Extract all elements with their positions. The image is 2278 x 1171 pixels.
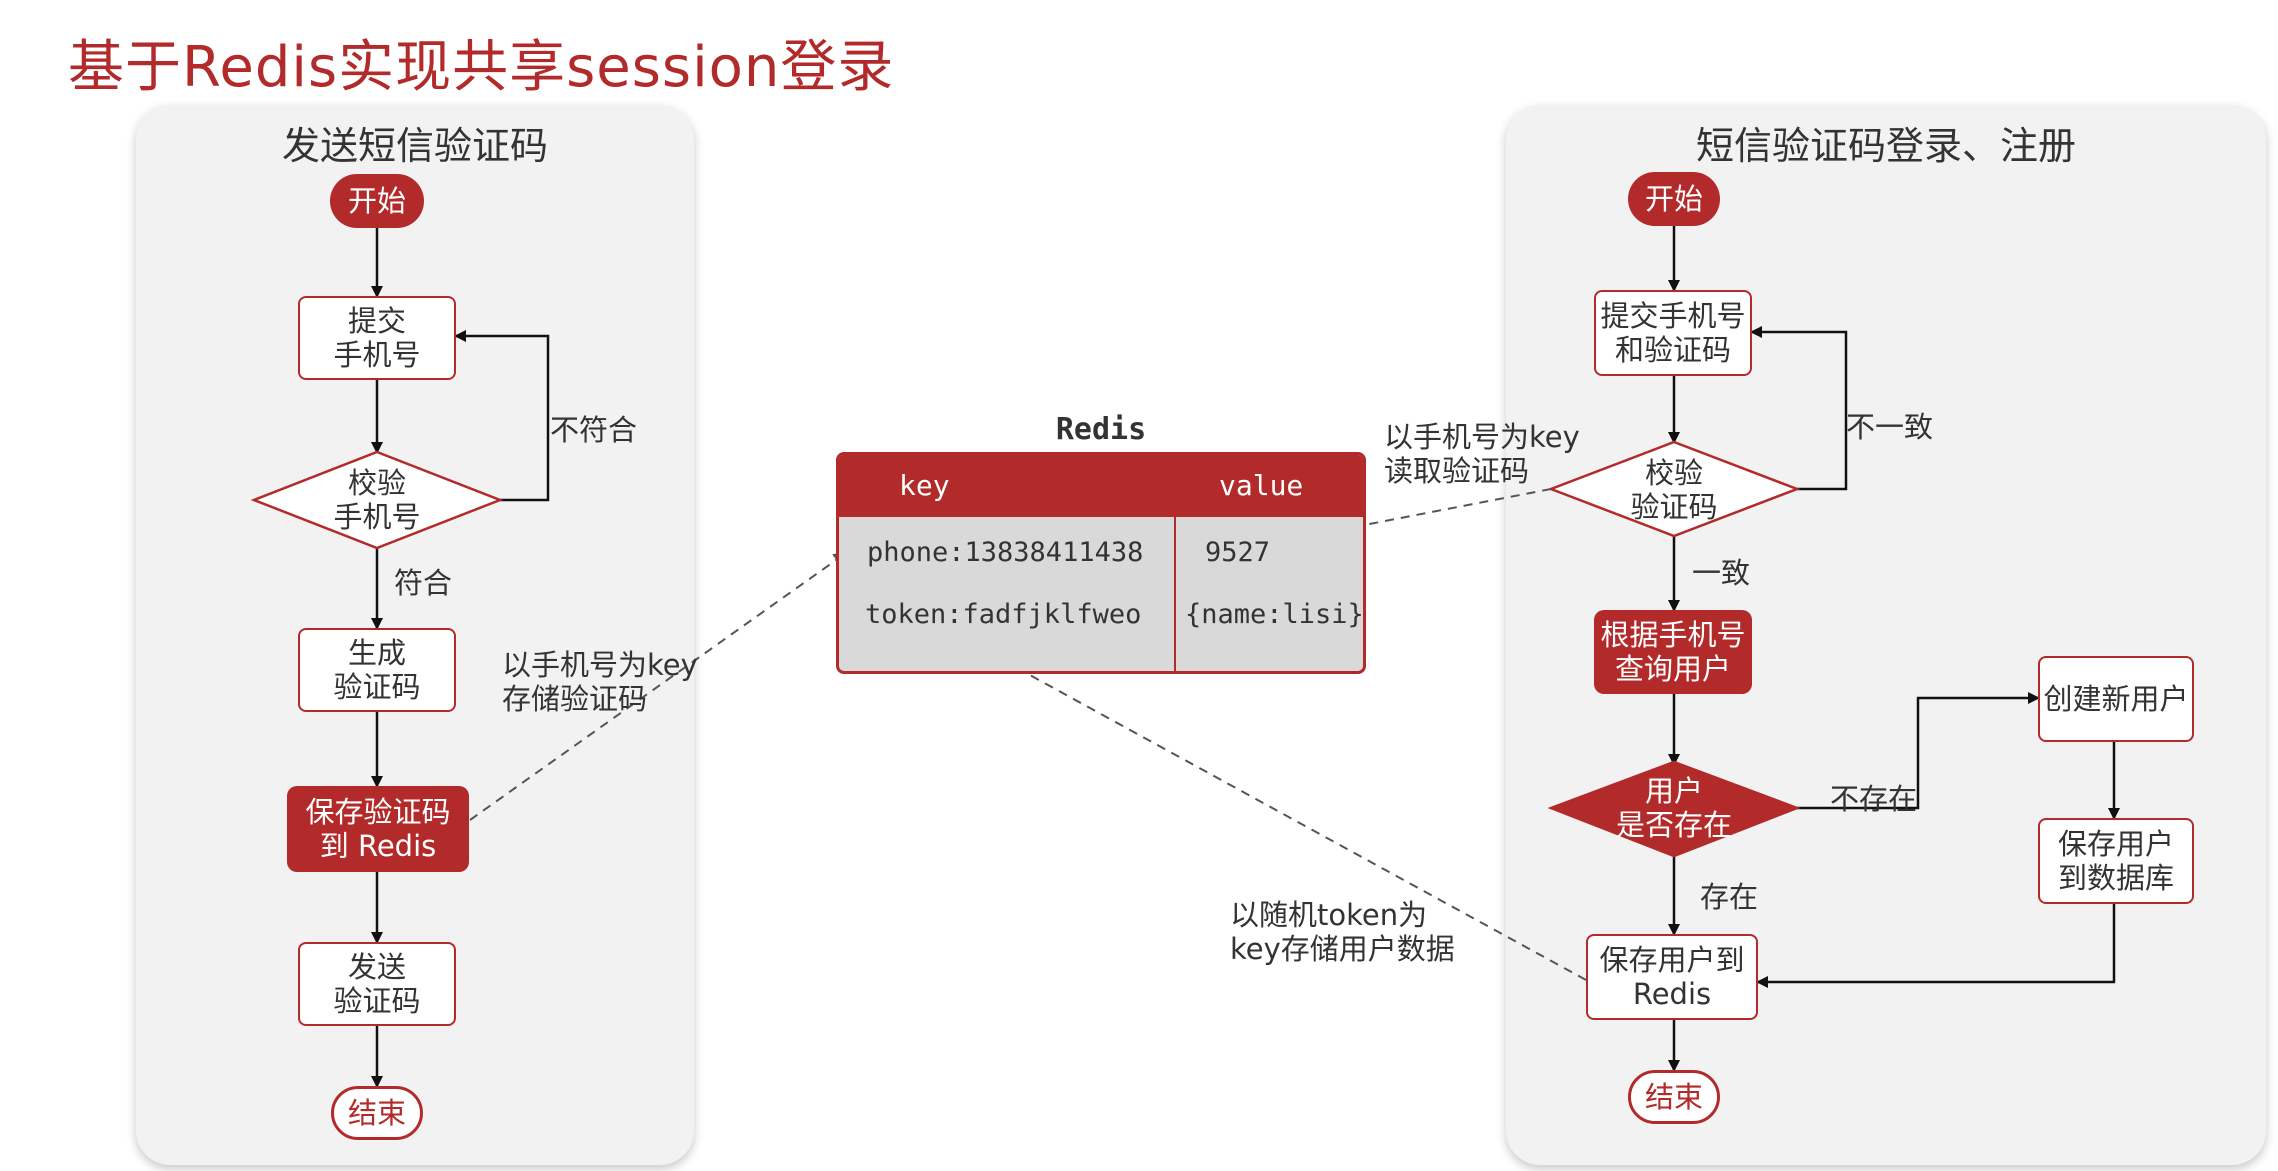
left-end-node: 结束	[331, 1086, 423, 1140]
redis-column-divider	[1174, 517, 1176, 671]
match-label: 符合	[394, 566, 453, 600]
redis-row-value: {name:lisi}	[1185, 599, 1364, 630]
exist-label: 存在	[1700, 880, 1759, 914]
edge-r-savedb-saveredis	[1756, 904, 2116, 988]
verify-code-diamond	[1547, 440, 1801, 538]
redis-row-value: 9527	[1205, 537, 1271, 568]
verify-phone-text: 校验 手机号	[333, 466, 421, 534]
inconsistent-label: 不一致	[1846, 410, 1934, 444]
redis-row-key: phone:13838411438	[867, 537, 1144, 568]
right-panel-title: 短信验证码登录、注册	[1695, 124, 2076, 168]
submit-phone-code-node: 提交手机号 和验证码	[1594, 290, 1752, 376]
consistent-label: 一致	[1692, 556, 1751, 590]
redis-header-key: key	[899, 469, 950, 502]
edge-r-verify-loop-back	[1750, 326, 1848, 491]
edge-r-notexist-create	[1797, 692, 2040, 810]
verify-code-text: 校验 验证码	[1630, 456, 1718, 524]
redis-table: key value phone:13838411438 9527 token:f…	[836, 452, 1366, 674]
left-panel-title: 发送短信验证码	[281, 124, 548, 168]
query-user-node: 根据手机号 查询用户	[1594, 610, 1752, 694]
create-user-node: 创建新用户	[2038, 656, 2194, 742]
left-start-node: 开始	[330, 174, 424, 228]
store-user-annotation: 以随机token为 key存储用户数据	[1230, 898, 1455, 966]
right-end-node: 结束	[1628, 1070, 1720, 1124]
redis-title: Redis	[1055, 412, 1147, 447]
send-code-node: 发送 验证码	[298, 942, 456, 1026]
redis-table-header: key value	[839, 455, 1363, 517]
right-start-node: 开始	[1628, 172, 1720, 226]
user-exists-diamond	[1547, 760, 1801, 858]
save-user-db-node: 保存用户 到数据库	[2038, 818, 2194, 904]
read-code-annotation: 以手机号为key 读取验证码	[1384, 420, 1580, 488]
redis-header-value: value	[1219, 469, 1304, 502]
not-exist-label: 不存在	[1830, 782, 1918, 816]
store-code-annotation: 以手机号为key 存储验证码	[502, 648, 698, 716]
user-exists-text: 用户 是否存在	[1615, 774, 1732, 842]
submit-phone-node: 提交 手机号	[298, 296, 456, 380]
save-code-redis-node: 保存验证码 到 Redis	[287, 786, 469, 872]
verify-phone-diamond	[250, 450, 504, 550]
generate-code-node: 生成 验证码	[298, 628, 456, 712]
dashed-save-user-to-redis	[984, 650, 1587, 981]
not-match-label: 不符合	[550, 413, 638, 447]
save-user-redis-node: 保存用户到 Redis	[1586, 934, 1758, 1020]
dashed-save-code-to-redis	[469, 551, 848, 821]
page-title: 基于Redis实现共享session登录	[68, 35, 895, 100]
edge-verify-loop-back	[454, 330, 550, 502]
redis-row-key: token:fadfjklfweo	[865, 599, 1142, 630]
